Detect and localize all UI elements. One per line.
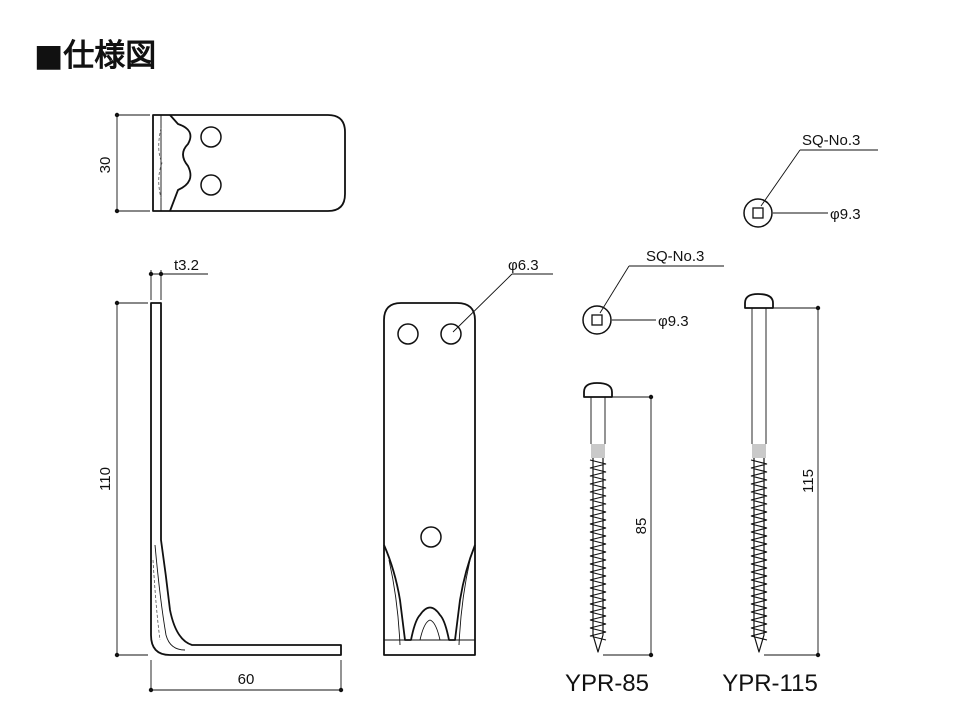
dim-plate-height: 30 [97,112,150,214]
dim-screw-short-label: 85 [633,518,650,535]
screw-head-short: SQ-No.3 φ9.3 [582,248,724,335]
dim-bracket-height: 110 [97,300,148,658]
callout-hole: φ6.3 [452,257,553,333]
model-long-label: YPR-115 [722,670,818,697]
screw-long-head-dia-label: φ9.3 [830,206,861,223]
callout-hole-label: φ6.3 [508,257,539,274]
screw-long-drive-label: SQ-No.3 [802,132,860,149]
dim-plate-height-label: 30 [97,157,114,174]
dim-thickness-label: t3.2 [174,257,199,274]
dim-bracket-height-label: 110 [97,467,114,491]
screw-short [583,382,613,653]
dim-screw-short: 85 [603,394,654,658]
screw-long [744,293,774,653]
bracket-front-view [383,302,476,656]
screw-head-long: SQ-No.3 φ9.3 [743,132,878,228]
dim-screw-long: 115 [764,305,821,658]
dim-thickness: t3.2 [148,257,208,300]
dim-screw-long-label: 115 [800,469,817,493]
dim-base-width: 60 [148,660,344,693]
plate-top-view [152,114,346,212]
bracket-side-view [150,302,342,656]
screw-short-head-dia-label: φ9.3 [658,313,689,330]
page-title: ■仕様図 [34,38,156,74]
screw-short-drive-label: SQ-No.3 [646,248,704,265]
model-short-label: YPR-85 [565,670,649,697]
dim-base-width-label: 60 [238,671,255,688]
